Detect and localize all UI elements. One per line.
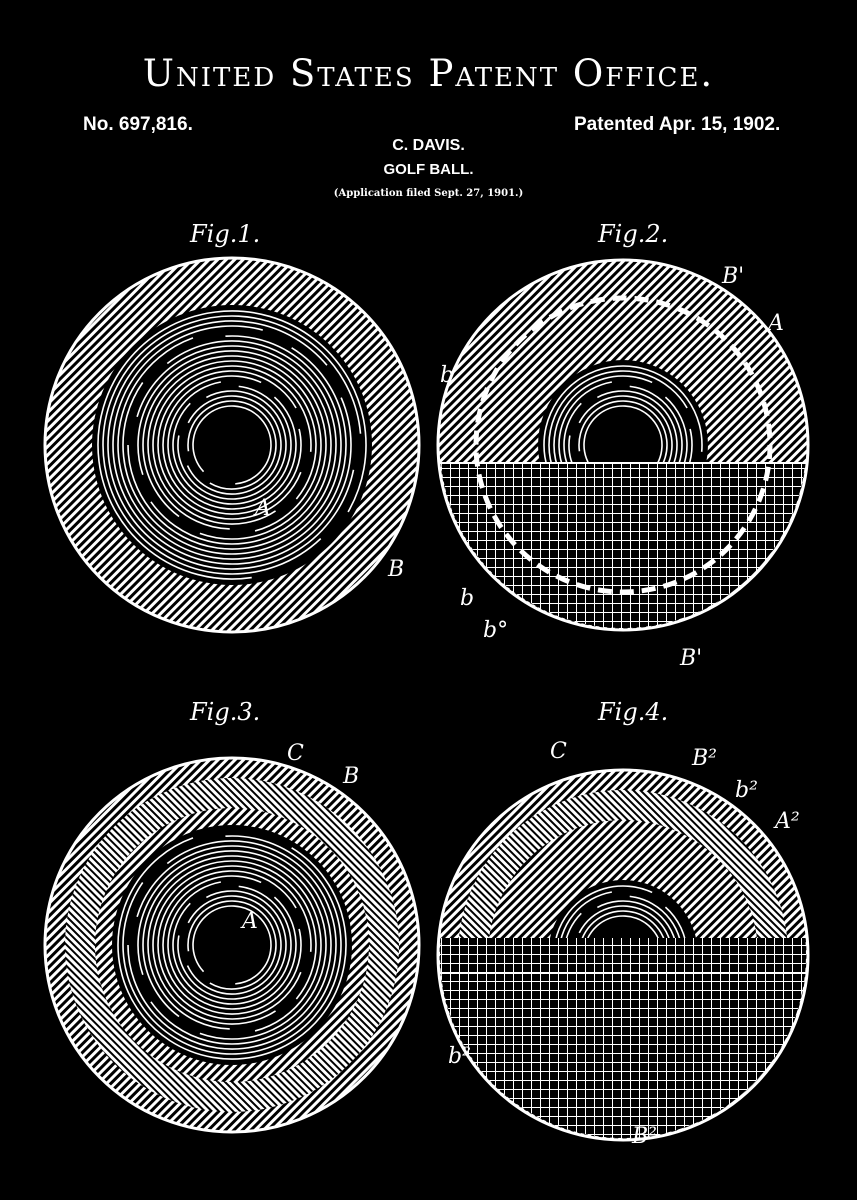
core-winding-ring bbox=[147, 860, 317, 1030]
ball-core bbox=[92, 305, 372, 585]
fig1-caption: Fig.1. bbox=[189, 220, 260, 248]
fig4-label-a2: A² bbox=[773, 809, 800, 834]
fig2-label-b-prime: B' bbox=[721, 264, 744, 289]
core-winding-ring bbox=[147, 360, 317, 530]
core-winding-ring bbox=[122, 835, 342, 1055]
patent-number: No. 697,816. bbox=[83, 114, 193, 135]
fig4-caption: Fig.4. bbox=[597, 698, 668, 726]
fig1-ball bbox=[43, 256, 421, 634]
core-winding-ring bbox=[157, 370, 307, 520]
ball-core bbox=[112, 825, 352, 1065]
fig3-label-a: A bbox=[240, 909, 258, 934]
office-heading: United States Patent Office. bbox=[142, 52, 715, 95]
core-winding-ring bbox=[192, 905, 272, 985]
core-winding-ring bbox=[192, 405, 272, 485]
dashed-layer bbox=[473, 295, 773, 595]
fig2-label-b-degree: b° bbox=[483, 618, 508, 643]
core-winding-ring bbox=[167, 880, 297, 1010]
core-winding-ring bbox=[112, 325, 352, 565]
mesh-section bbox=[440, 938, 806, 1138]
core-winding-ring bbox=[132, 845, 332, 1045]
fig2-label-b-prime-lower: B' bbox=[679, 646, 702, 671]
core-winding-ring bbox=[132, 345, 332, 545]
core-winding-ring bbox=[177, 390, 287, 500]
cover-band bbox=[65, 778, 399, 1112]
core-winding-ring bbox=[127, 840, 337, 1050]
fig2-label-a: A bbox=[766, 311, 784, 336]
core-winding-ring bbox=[142, 355, 322, 535]
fig3-caption: Fig.3. bbox=[189, 698, 260, 726]
core-winding-ring bbox=[137, 850, 327, 1040]
core-winding-ring bbox=[157, 870, 307, 1020]
patent-date: Patented Apr. 15, 1902. bbox=[574, 114, 781, 135]
patent-title: GOLF BALL. bbox=[383, 161, 474, 178]
core-winding-ring bbox=[152, 865, 312, 1025]
sectioned-lower-half bbox=[440, 938, 806, 1138]
core-winding-ring bbox=[583, 405, 663, 485]
core-winding-ring bbox=[127, 340, 337, 550]
fig3-label-b: B bbox=[342, 764, 359, 789]
core-winding-ring bbox=[117, 830, 347, 1060]
fig2-label-b-lower: b bbox=[460, 586, 474, 611]
core-winding-ring bbox=[182, 395, 282, 495]
fig4-label-b2-bottom: B² bbox=[631, 1124, 657, 1149]
fig4-ball bbox=[436, 768, 810, 1142]
core-winding-ring bbox=[122, 335, 342, 555]
core-winding-ring bbox=[182, 895, 282, 995]
core-winding-ring bbox=[152, 365, 312, 525]
fig3-ball bbox=[43, 756, 421, 1134]
core-winding-ring bbox=[107, 320, 357, 570]
core-winding-ring bbox=[97, 310, 367, 580]
sectioned-lower-half bbox=[440, 462, 806, 628]
mesh-section bbox=[440, 462, 806, 628]
core-winding-ring bbox=[102, 315, 362, 575]
fig4-label-c: C bbox=[550, 739, 567, 764]
core-winding-ring bbox=[172, 885, 292, 1005]
core-winding-ring bbox=[187, 400, 277, 490]
fig4-label-b2-small: b² bbox=[735, 778, 758, 803]
fig4-label-b2-lower: b² bbox=[448, 1044, 471, 1069]
core-winding-ring bbox=[177, 890, 287, 1000]
fig2-caption: Fig.2. bbox=[597, 220, 668, 248]
inventor-name: C. DAVIS. bbox=[392, 137, 465, 154]
fig4-label-b2: B² bbox=[691, 746, 717, 771]
filing-note: (Application filed Sept. 27, 1901.) bbox=[333, 188, 524, 199]
core-winding-ring bbox=[172, 385, 292, 505]
core-winding-ring bbox=[187, 900, 277, 990]
fig1-label-a: A bbox=[253, 496, 271, 521]
core-winding-ring bbox=[167, 380, 297, 510]
core-winding-ring bbox=[142, 855, 322, 1035]
fig1-label-b: B bbox=[387, 557, 404, 582]
fig2-ball bbox=[436, 258, 810, 632]
fig3-label-c: C bbox=[287, 741, 304, 766]
fig2-label-b-upper: b bbox=[440, 363, 454, 388]
core-winding-ring bbox=[162, 875, 302, 1015]
core-winding-ring bbox=[137, 350, 327, 540]
core-winding-ring bbox=[162, 375, 302, 515]
core-winding-ring bbox=[117, 330, 347, 560]
